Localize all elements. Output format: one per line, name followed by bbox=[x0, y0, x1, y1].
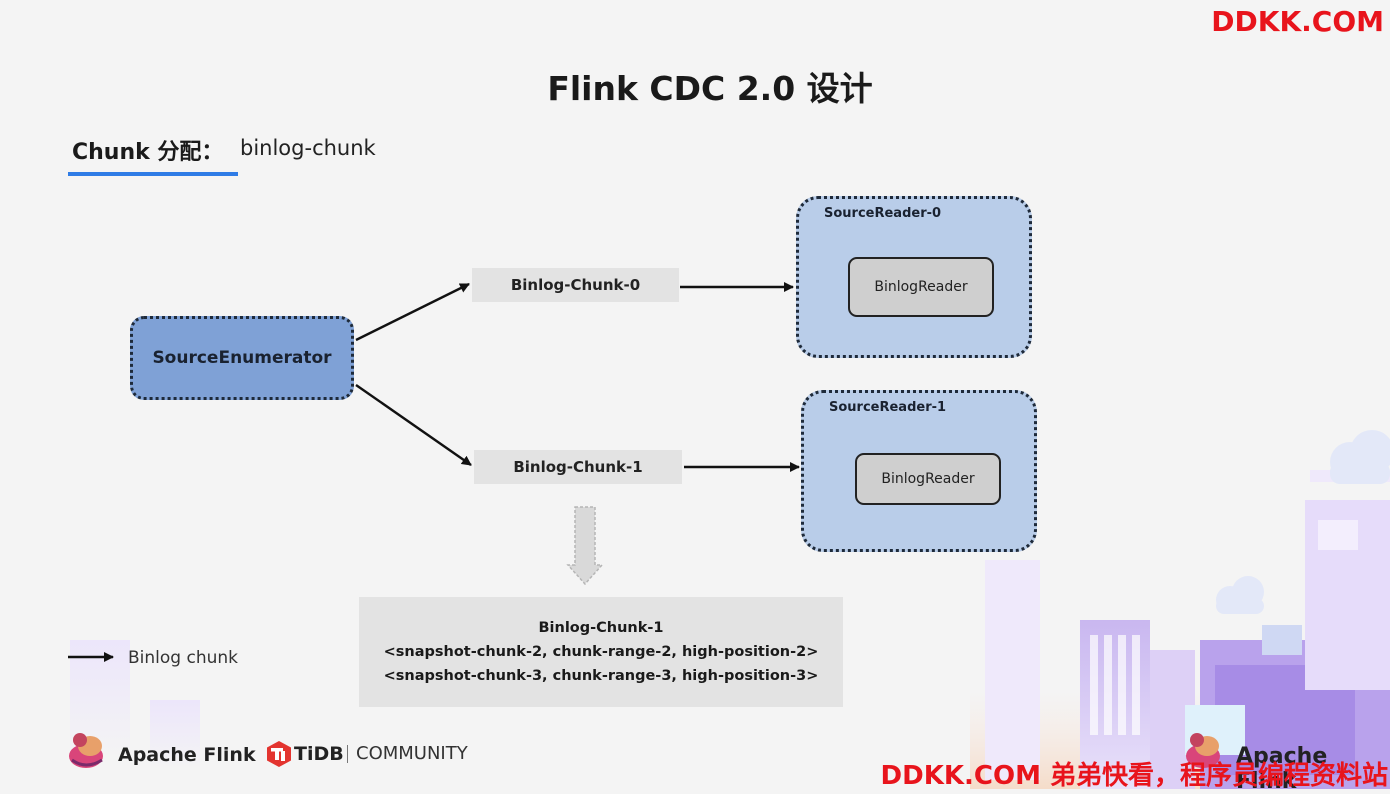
source-reader-0-label: SourceReader-0 bbox=[824, 206, 942, 221]
bg-building-r1 bbox=[985, 560, 1040, 780]
slide-title: Flink CDC 2.0 设计 bbox=[547, 69, 873, 108]
source-reader-0-node: SourceReader-0 BinlogReader bbox=[796, 196, 1032, 358]
tidb-logo-icon bbox=[267, 741, 291, 767]
cloud-icon bbox=[1216, 576, 1264, 614]
apache-flink-logo-text: Apache Flink bbox=[118, 744, 256, 766]
binlog-chunk-0-label: Binlog-Chunk-0 bbox=[472, 268, 679, 302]
apache-flink-squirrel-icon bbox=[1186, 733, 1220, 768]
apache-flink-squirrel-icon bbox=[69, 733, 103, 768]
watermark-top: DDKK.COM bbox=[1211, 5, 1384, 38]
section-heading: Chunk 分配： bbox=[72, 140, 224, 165]
cloud-icon bbox=[1330, 430, 1390, 484]
chunk-detail-line-2: <snapshot-chunk-3, chunk-range-3, high-p… bbox=[383, 668, 819, 684]
source-reader-1-label: SourceReader-1 bbox=[829, 400, 947, 415]
binlog-reader-1: BinlogReader bbox=[855, 453, 1001, 505]
binlog-reader-0: BinlogReader bbox=[848, 257, 994, 317]
chunk-detail-box: Binlog-Chunk-1 <snapshot-chunk-2, chunk-… bbox=[359, 597, 843, 707]
down-arrow-icon bbox=[566, 506, 604, 586]
community-logo-text: COMMUNITY bbox=[356, 743, 468, 764]
bg-cube bbox=[1262, 625, 1302, 655]
bg-building-left-2 bbox=[150, 700, 200, 770]
heading-underline bbox=[68, 172, 238, 176]
chunk-detail-line-1: <snapshot-chunk-2, chunk-range-2, high-p… bbox=[383, 644, 819, 660]
logo-divider bbox=[347, 745, 348, 763]
bg-building-windows bbox=[1090, 635, 1140, 735]
source-enumerator-node: SourceEnumerator bbox=[130, 316, 354, 400]
arrow-enumerator-to-chunk1 bbox=[355, 384, 472, 466]
arrow-enumerator-to-chunk0 bbox=[355, 282, 470, 342]
legend-label: Binlog chunk bbox=[128, 648, 238, 668]
section-heading-topic: binlog-chunk bbox=[240, 136, 376, 160]
source-reader-1-node: SourceReader-1 BinlogReader bbox=[801, 390, 1037, 552]
chunk-detail-title: Binlog-Chunk-1 bbox=[538, 620, 664, 636]
watermark-bottom: DDKK.COM 弟弟快看，程序员编程资料站 bbox=[880, 761, 1388, 791]
tidb-logo-text: TiDB bbox=[294, 743, 344, 765]
binlog-chunk-1-label: Binlog-Chunk-1 bbox=[474, 450, 682, 484]
bg-panel-image bbox=[1318, 520, 1358, 550]
